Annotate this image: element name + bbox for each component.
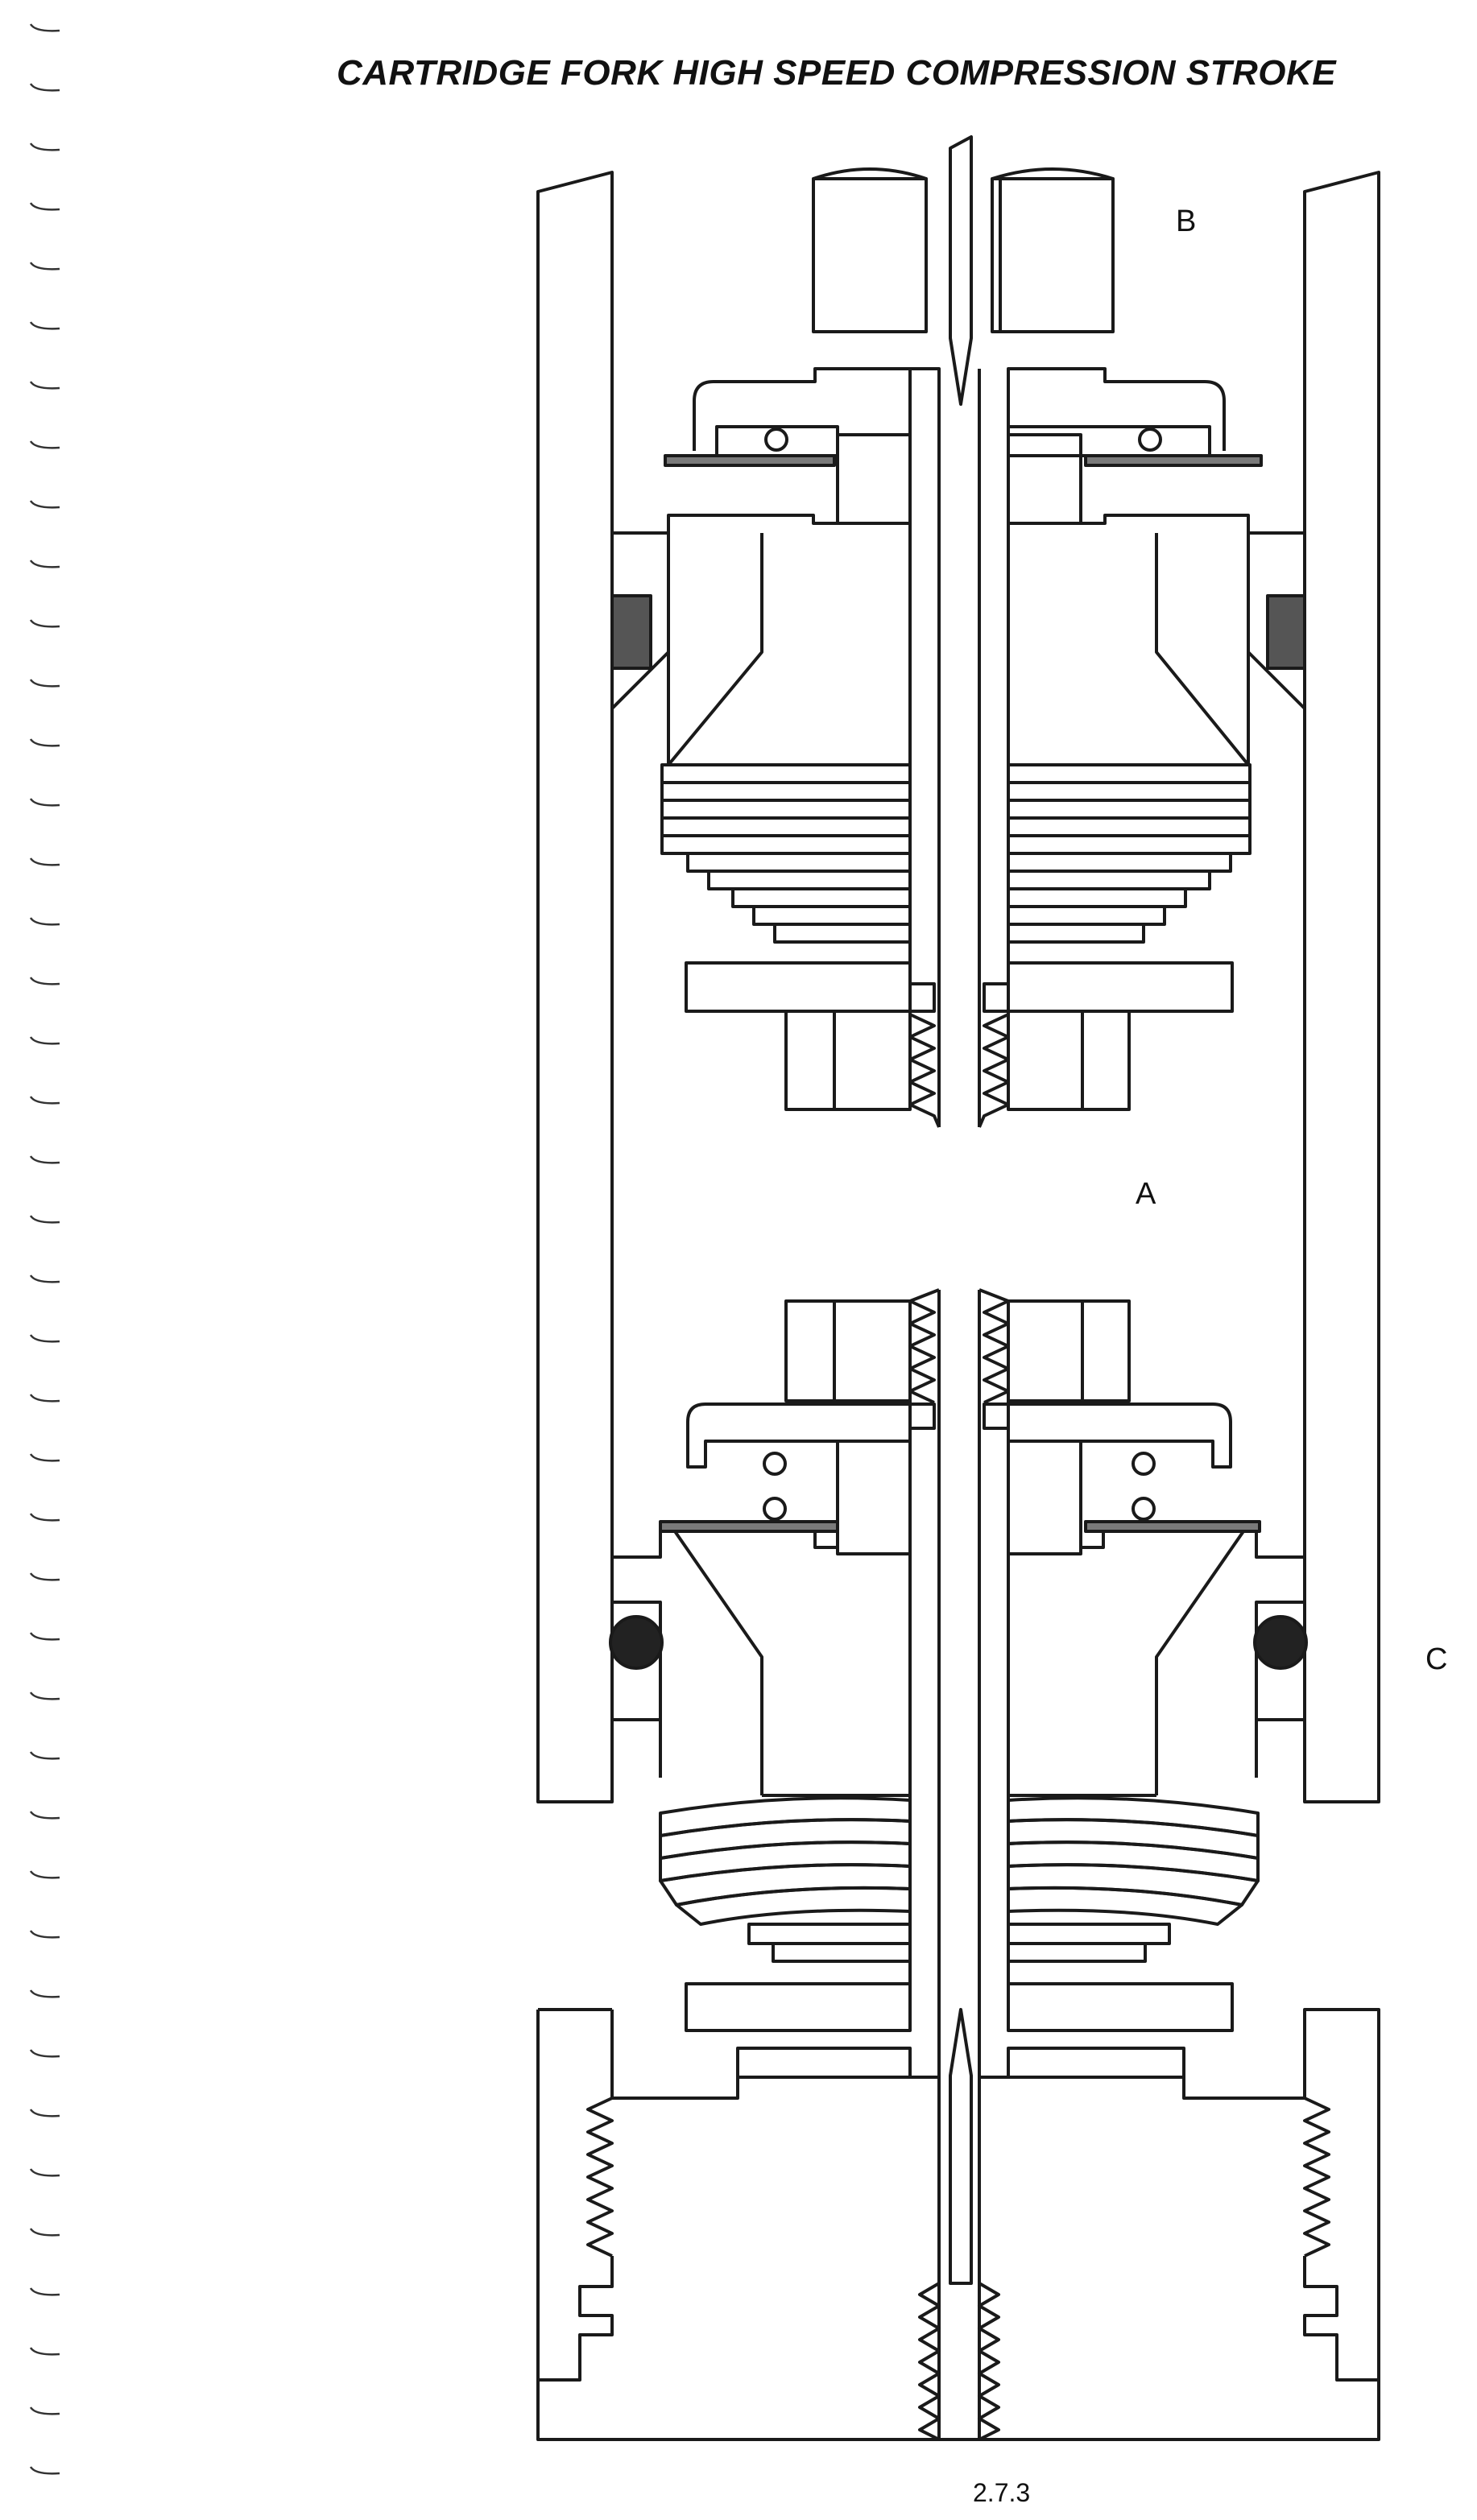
binder-hole <box>29 857 60 866</box>
binder-hole <box>29 2168 60 2177</box>
binder-hole <box>29 798 60 807</box>
binder-hole <box>29 1274 60 1283</box>
binder-hole <box>29 1215 60 1224</box>
top-needle <box>949 135 973 406</box>
binder-hole <box>29 1096 60 1105</box>
outer-tube-left <box>536 171 614 1803</box>
binder-hole <box>29 202 60 211</box>
binder-hole <box>29 1334 60 1343</box>
binder-hole <box>29 23 60 32</box>
label-a: A <box>1136 1177 1156 1211</box>
binder-hole <box>29 1930 60 1939</box>
binder-hole <box>29 2228 60 2237</box>
binder-hole <box>29 440 60 449</box>
label-c: C <box>1425 1642 1448 1676</box>
binder-holes <box>29 23 60 2475</box>
binder-hole <box>29 1989 60 1998</box>
binder-hole <box>29 500 60 509</box>
page-number: 2.7.3 <box>973 2478 1031 2507</box>
binder-hole <box>29 1751 60 1760</box>
binder-hole <box>29 1811 60 1820</box>
lower-valve-assembly <box>609 1288 1308 2032</box>
binder-hole <box>29 1572 60 1581</box>
binder-hole <box>29 560 60 568</box>
binder-hole <box>29 917 60 926</box>
binder-hole <box>29 2466 60 2475</box>
binder-hole <box>29 143 60 151</box>
binder-hole <box>29 679 60 688</box>
binder-hole <box>29 1513 60 1522</box>
binder-hole <box>29 1155 60 1164</box>
upper-valve-assembly <box>610 367 1306 1128</box>
binder-hole <box>29 1394 60 1403</box>
binder-hole <box>29 977 60 985</box>
label-b: B <box>1176 204 1197 238</box>
binder-hole <box>29 2406 60 2415</box>
upper-cylinders <box>812 167 1115 333</box>
binder-hole <box>29 1870 60 1879</box>
binder-hole <box>29 262 60 271</box>
binder-hole <box>29 2347 60 2356</box>
bottom-needle <box>949 2008 973 2285</box>
binder-hole <box>29 1632 60 1641</box>
diagram-title: CARTRIDGE FORK HIGH SPEED COMPRESSION ST… <box>337 53 1337 93</box>
binder-hole <box>29 321 60 330</box>
outer-tube-right <box>1303 171 1380 1803</box>
binder-hole <box>29 2287 60 2296</box>
binder-hole <box>29 2049 60 2058</box>
binder-hole <box>29 1692 60 1700</box>
binder-hole <box>29 83 60 92</box>
binder-hole <box>29 1453 60 1462</box>
binder-hole <box>29 1036 60 1045</box>
binder-hole <box>29 381 60 390</box>
binder-hole <box>29 619 60 628</box>
binder-hole <box>29 738 60 747</box>
binder-hole <box>29 2109 60 2117</box>
base-valve-body <box>536 2008 1380 2441</box>
